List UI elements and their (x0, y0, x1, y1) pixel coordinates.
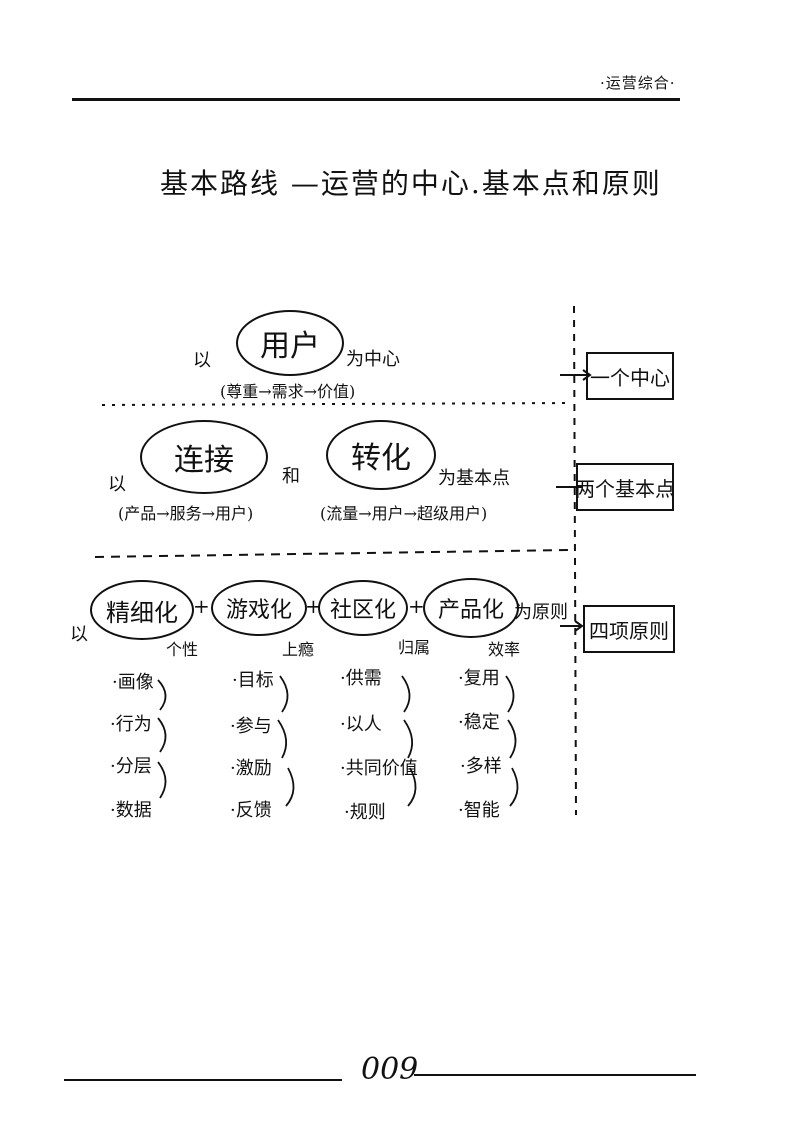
oval-convert: 转化 (326, 420, 436, 490)
plus-2: + (305, 594, 322, 618)
center-suffix: 为中心 (346, 349, 400, 370)
oval-refinement: 精细化 (90, 580, 194, 640)
list-item: ·智能 (458, 800, 500, 821)
list-item: ·行为 (110, 714, 152, 735)
list-item: ·数据 (110, 800, 152, 821)
tag-belonging: 归属 (398, 638, 431, 657)
list-item: ·反馈 (230, 800, 272, 821)
oval-connect-label: 连接 (174, 443, 234, 478)
page-number: 009 (361, 1052, 419, 1087)
oval-productization: 产品化 (423, 578, 519, 638)
oval-user: 用户 (236, 310, 344, 376)
list-item: ·供需 (340, 668, 382, 689)
plus-3: + (408, 594, 425, 618)
tag-addiction: 上瘾 (282, 640, 315, 659)
list-item: ·目标 (232, 670, 274, 691)
plus-1: + (193, 594, 210, 618)
oval-productization-label: 产品化 (437, 598, 504, 623)
box-four-principles: 四项原则 (583, 605, 675, 653)
principles-suffix: 为原则 (514, 602, 568, 623)
oval-gamification-label: 游戏化 (225, 598, 292, 623)
center-chain: (尊重→需求→价值) (220, 382, 356, 401)
list-item: ·复用 (458, 668, 500, 689)
box-two-basics: 两个基本点 (575, 463, 675, 511)
basics-prefix: 以 (108, 474, 126, 495)
footer-rule-left (64, 1079, 342, 1081)
oval-user-label: 用户 (260, 329, 320, 364)
list-item: ·稳定 (458, 712, 500, 733)
oval-gamification: 游戏化 (211, 580, 307, 636)
oval-refinement-label: 精细化 (106, 598, 178, 627)
list-item: ·多样 (460, 756, 502, 777)
list-item: ·共同价值 (340, 758, 418, 779)
list-item: ·规则 (344, 802, 386, 823)
vertical-divider (573, 305, 577, 816)
basics-chain-2: (流量→用户→超级用户) (320, 504, 488, 523)
basics-chain-1: (产品→服务→用户) (118, 504, 254, 523)
center-prefix: 以 (193, 350, 211, 371)
oval-community-label: 社区化 (329, 598, 396, 623)
tag-personalization: 个性 (166, 640, 199, 659)
list-item: ·分层 (110, 756, 152, 777)
section-divider-1 (101, 402, 571, 406)
tag-efficiency: 效率 (488, 640, 521, 659)
list-item: ·参与 (230, 716, 272, 737)
principles-prefix: 以 (70, 624, 88, 645)
oval-connect: 连接 (140, 420, 268, 494)
basics-and: 和 (282, 466, 300, 487)
section-divider-2 (94, 549, 571, 558)
box-one-center: 一个中心 (586, 352, 674, 400)
oval-community: 社区化 (318, 580, 408, 636)
oval-convert-label: 转化 (351, 441, 411, 476)
list-item: ·以人 (340, 714, 382, 735)
list-item: ·激励 (230, 758, 272, 779)
footer-rule-right (414, 1074, 696, 1076)
header-rule (72, 98, 680, 101)
basics-suffix: 为基本点 (438, 468, 510, 489)
list-item: ·画像 (112, 672, 154, 693)
page-title: 基本路线 —运营的中心.基本点和原则 (160, 167, 662, 200)
section-tag: ·运营综合· (600, 74, 676, 92)
